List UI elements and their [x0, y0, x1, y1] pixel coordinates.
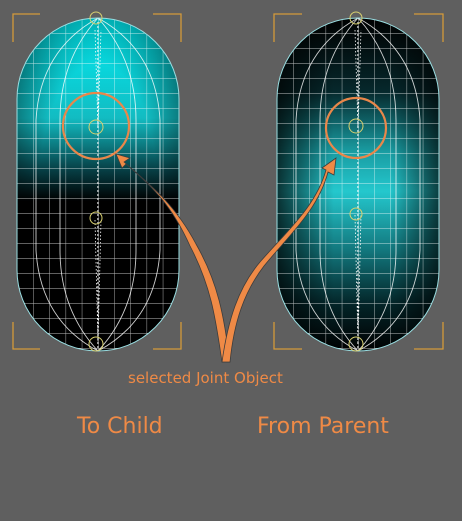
- joint-circle-left-upper: [88, 119, 104, 135]
- joint-cap-right-top: [349, 11, 363, 25]
- capsule-right: [276, 11, 440, 352]
- caption-to-child: To Child: [77, 414, 163, 439]
- bounding-brackets-right: [273, 13, 444, 350]
- joint-cap-right-bottom: [348, 336, 364, 352]
- arrow-to-right-joint: [221, 157, 337, 363]
- capsule-left: [16, 11, 180, 352]
- arrow-to-left-joint: [115, 153, 231, 363]
- annotation-label: selected Joint Object: [128, 369, 283, 387]
- selection-ring-left: [61, 91, 131, 161]
- joint-circle-left-lower: [89, 211, 103, 225]
- selection-ring-right: [324, 96, 388, 160]
- joint-circle-right-upper: [348, 118, 364, 134]
- joint-cap-left-bottom: [88, 336, 104, 352]
- caption-from-parent: From Parent: [257, 414, 389, 439]
- annotation-arrows: [115, 153, 337, 363]
- bounding-brackets-left: [12, 13, 182, 350]
- joint-circle-right-lower: [349, 207, 363, 221]
- joint-cap-left-top: [89, 11, 103, 25]
